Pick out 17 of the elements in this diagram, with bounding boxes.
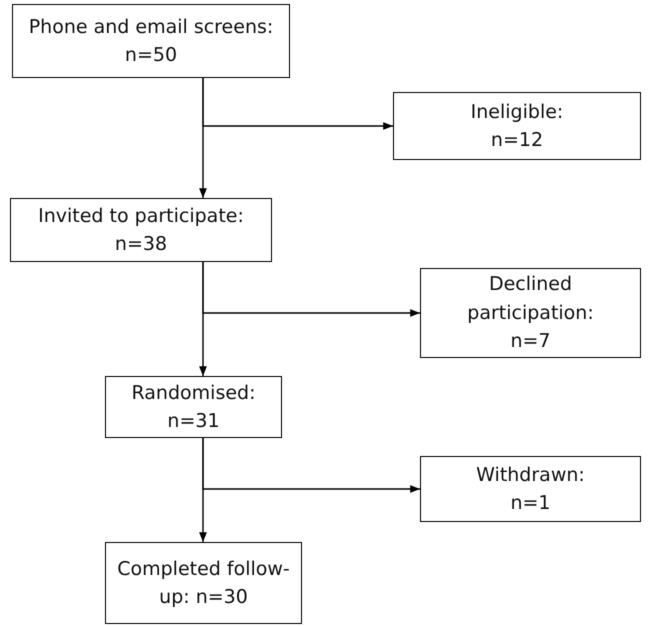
box-label: Declined participation: n=7 — [466, 272, 595, 354]
process-box — [105, 376, 282, 438]
process-box — [12, 4, 290, 78]
process-box — [420, 456, 641, 522]
process-box — [393, 92, 641, 160]
box-label: Ineligible: n=12 — [470, 100, 564, 153]
process-box — [10, 198, 272, 262]
box-label: Phone and email screens: n=50 — [28, 14, 274, 68]
process-box — [105, 542, 302, 624]
box-label: Withdrawn: n=1 — [475, 462, 586, 516]
process-box — [420, 268, 641, 358]
arrow — [199, 438, 207, 542]
box-label: Randomised: n=31 — [130, 380, 256, 434]
arrow — [199, 262, 207, 376]
box-label: Invited to participate: n=38 — [37, 204, 245, 257]
box-label: Completed follow-up: n=30 — [116, 556, 291, 610]
arrow — [199, 78, 207, 198]
